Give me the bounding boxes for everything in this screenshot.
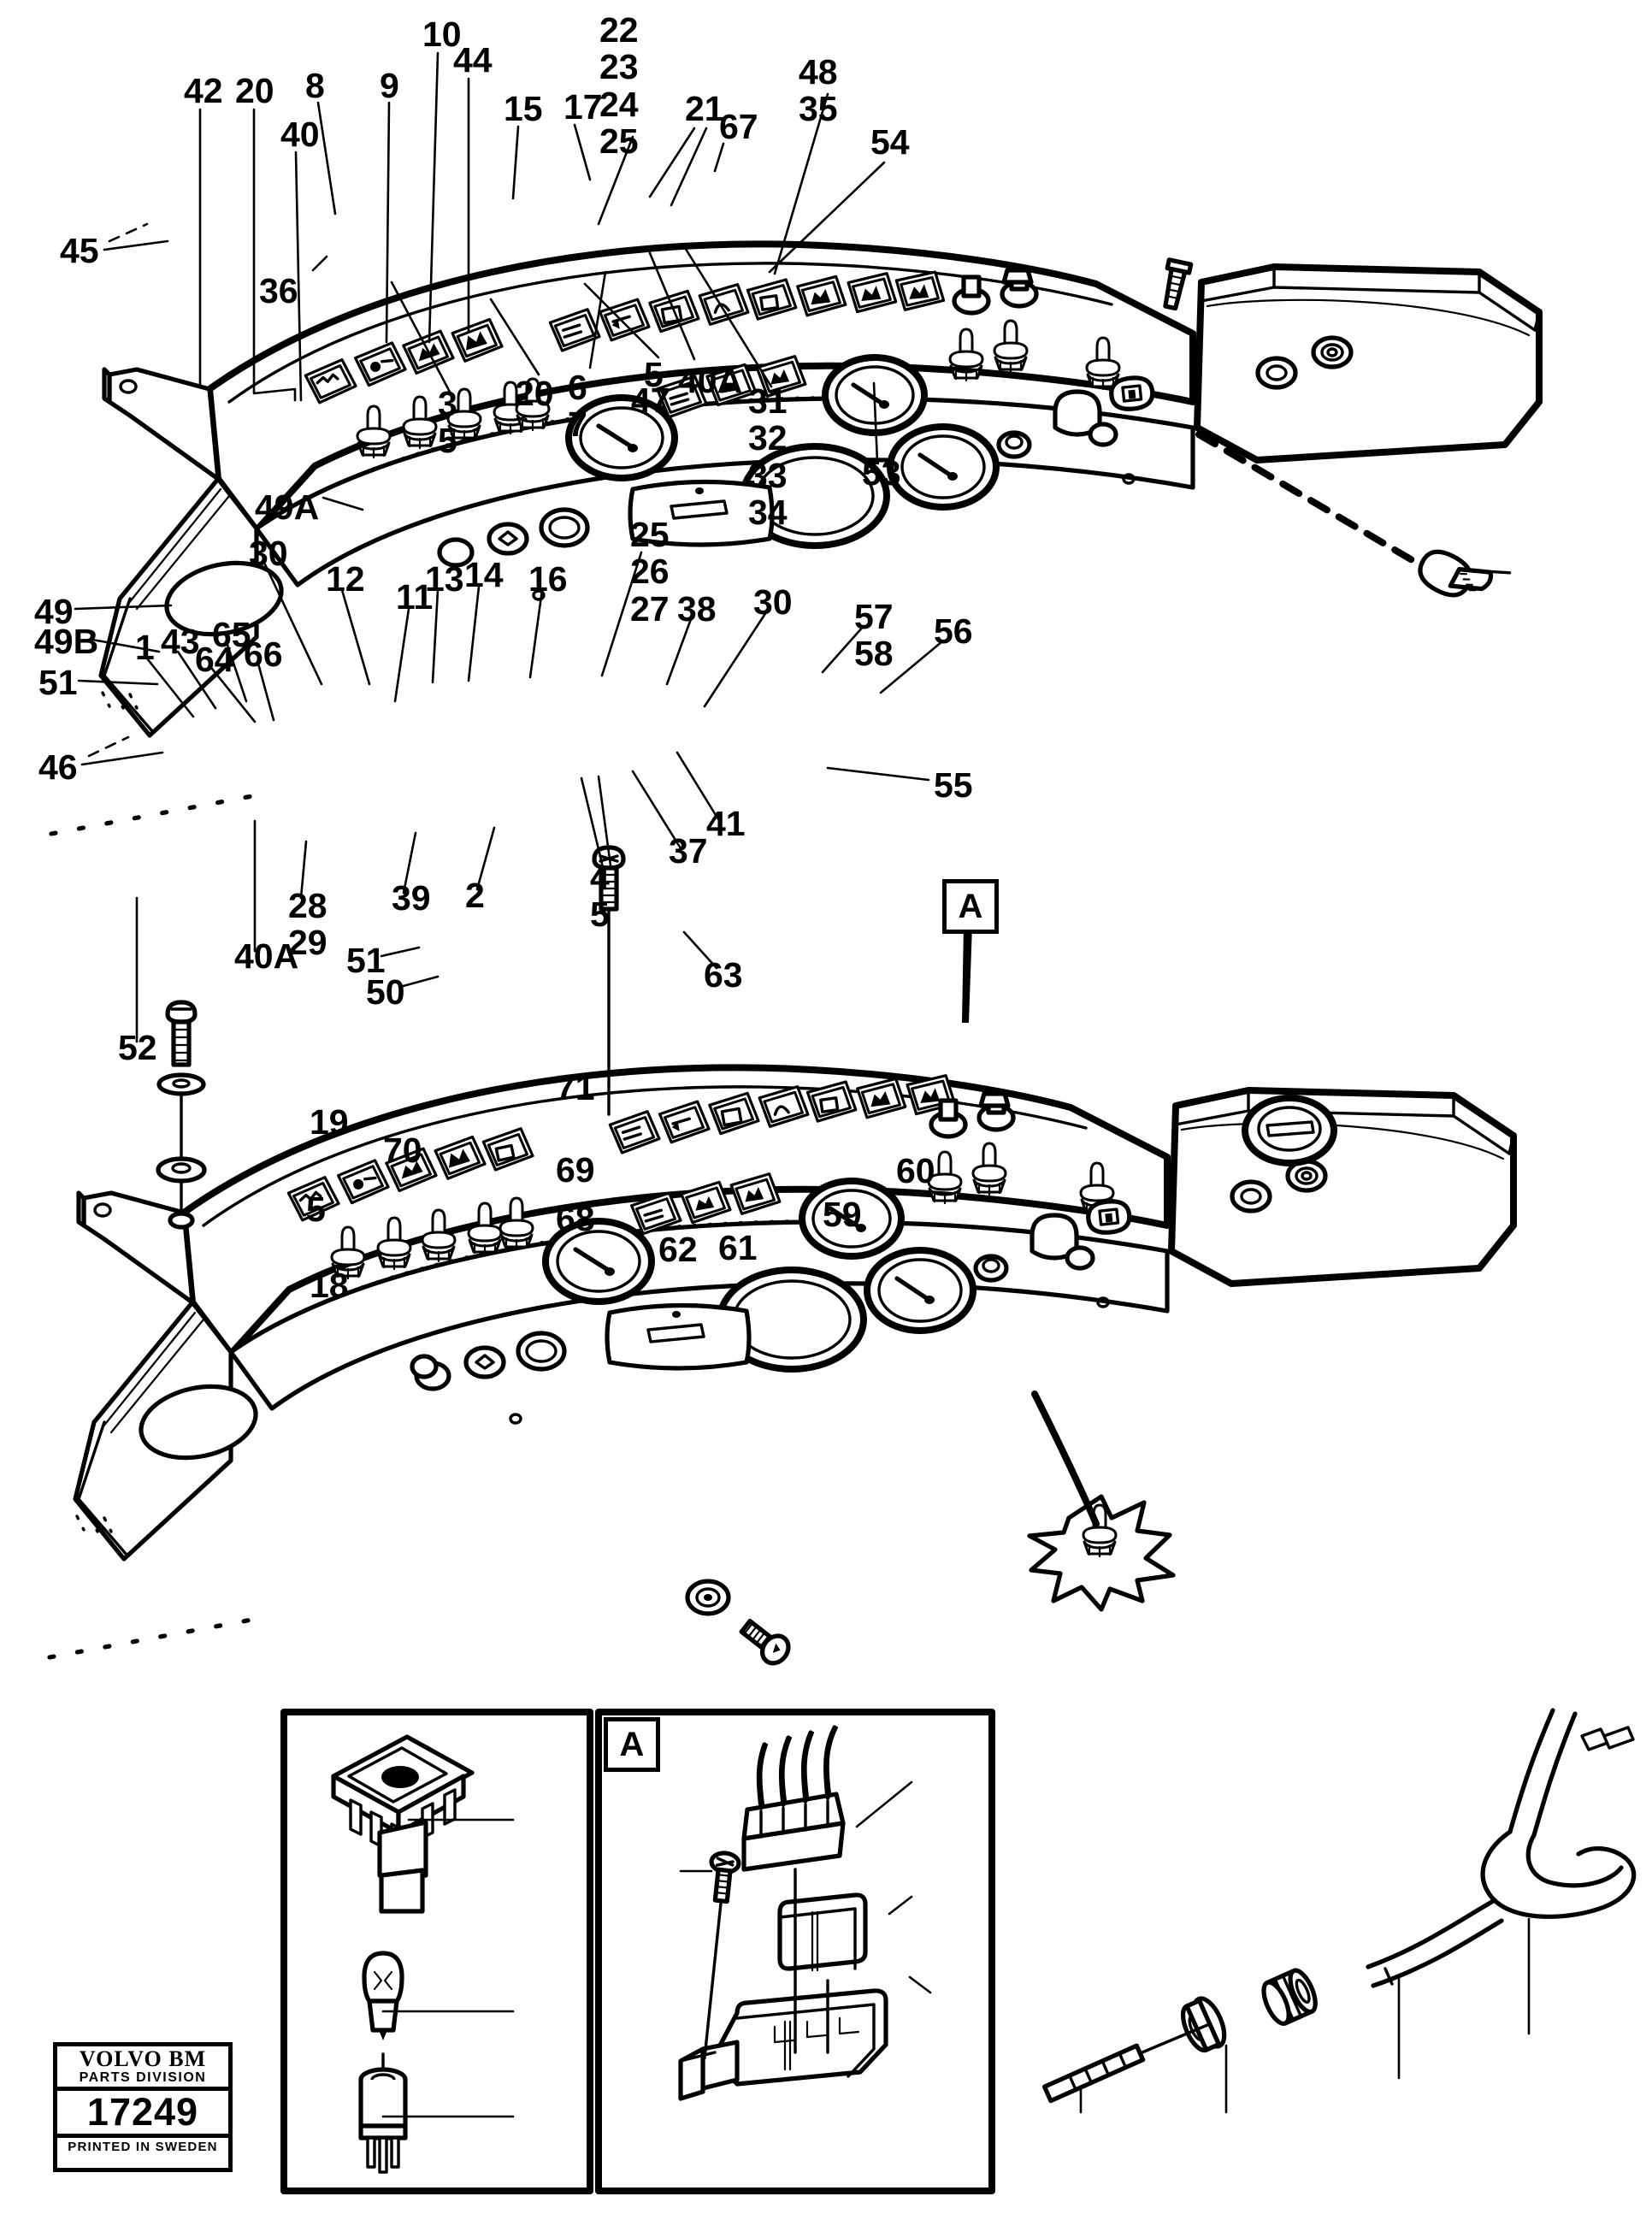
callout-11: 11	[396, 577, 434, 617]
callout-8: 8	[305, 66, 325, 105]
callout-56: 56	[934, 611, 973, 651]
callout-20: 20	[515, 374, 554, 413]
lower-console-group	[47, 845, 1517, 1666]
cutaway-63	[1027, 1390, 1176, 1612]
plate-number-row: 17249	[57, 2091, 228, 2138]
callout-59: 59	[823, 1195, 862, 1234]
plate-number: 17249	[86, 2089, 199, 2134]
callout-62: 62	[658, 1230, 698, 1269]
callout-54: 54	[870, 122, 910, 162]
callout-17: 17	[563, 87, 603, 127]
callout-41: 41	[706, 804, 746, 843]
callout-67: 67	[719, 107, 758, 146]
callout-15: 15	[504, 89, 543, 128]
detail-ref-a-inset: A	[604, 1717, 660, 1772]
callout-52: 52	[118, 1028, 157, 1067]
callout-2: 2	[465, 876, 485, 915]
callout-38: 38	[677, 589, 717, 629]
callout-50: 50	[366, 972, 405, 1012]
callout-16: 16	[528, 559, 568, 599]
callout-57-58: 57 58	[854, 597, 894, 674]
title-block-brand-row: VOLVO BM PARTS DIVISION	[57, 2046, 228, 2091]
callout-21: 21	[685, 89, 724, 128]
callout-70: 70	[383, 1131, 422, 1170]
callout-14: 14	[464, 555, 504, 594]
callout-66: 66	[244, 635, 283, 674]
callout-37: 37	[669, 831, 708, 871]
callout-71: 71	[556, 1068, 595, 1107]
callout-9: 9	[380, 66, 399, 105]
callout-30: 30	[249, 534, 288, 573]
callout-68: 68	[556, 1199, 595, 1238]
callout-20: 20	[235, 71, 274, 110]
callout-43: 43	[161, 622, 200, 661]
detail-a-pointer	[962, 925, 972, 1023]
callout-49: 49	[34, 592, 74, 631]
callout-1: 1	[135, 628, 155, 667]
brand-name: VOLVO BM	[79, 2046, 207, 2071]
callout-44: 44	[453, 40, 493, 80]
callout-4-5: 4 5	[590, 858, 610, 935]
title-block: VOLVO BM PARTS DIVISION 17249 PRINTED IN…	[53, 2042, 233, 2172]
cable-assembly	[1041, 1708, 1637, 2114]
callout-3-5: 3 5	[438, 384, 457, 461]
callout-63: 63	[704, 955, 743, 995]
callout-45: 45	[60, 231, 99, 270]
callout-19: 19	[310, 1102, 349, 1142]
upper-console-group	[49, 240, 1543, 836]
callout-22-23-24-25: 22 23 24 25	[599, 10, 639, 162]
callout-49B: 49B	[34, 622, 99, 661]
inset-detail-a	[678, 1725, 932, 2101]
callout-25-26-27: 25 26 27	[630, 515, 670, 629]
callout-55: 55	[934, 765, 973, 805]
callout-40A: 40A	[234, 936, 299, 976]
callout-48-35: 48 35	[799, 52, 838, 129]
callout-13: 13	[425, 559, 464, 599]
callout-47: 47	[631, 381, 670, 420]
printed-in: PRINTED IN SWEDEN	[68, 2139, 218, 2154]
callout-5: 5	[644, 355, 664, 394]
callout-49A: 49A	[255, 487, 320, 527]
leader-lines	[74, 51, 944, 1043]
callout-40A: 40A	[678, 361, 743, 400]
callout-18: 18	[310, 1266, 349, 1305]
callout-10: 10	[422, 15, 462, 54]
callout-60: 60	[896, 1151, 935, 1190]
callout-6-7: 6 7	[568, 368, 587, 445]
detail-ref-a-upper: A	[942, 879, 999, 934]
callout-28-29: 28 29	[288, 886, 327, 963]
callout-42: 42	[184, 71, 223, 110]
callout-46: 46	[38, 747, 78, 787]
callout-69: 69	[556, 1150, 595, 1190]
callout-30: 30	[753, 582, 793, 622]
division-name: PARTS DIVISION	[79, 2070, 207, 2085]
callout-65: 65	[212, 615, 251, 654]
callout-12: 12	[326, 559, 365, 599]
callout-31-32-33-34: 31 32 33 34	[748, 381, 788, 533]
callout-39: 39	[392, 878, 431, 918]
callout-53: 53	[862, 453, 901, 493]
callout-5: 5	[306, 1190, 326, 1229]
callout-51: 51	[346, 941, 386, 980]
callout-40: 40	[280, 115, 320, 154]
callout-61: 61	[718, 1228, 758, 1267]
callout-36: 36	[259, 271, 298, 310]
inset-switch-assembly	[331, 1734, 515, 2174]
callout-64: 64	[195, 640, 234, 679]
callout-51: 51	[38, 663, 78, 702]
